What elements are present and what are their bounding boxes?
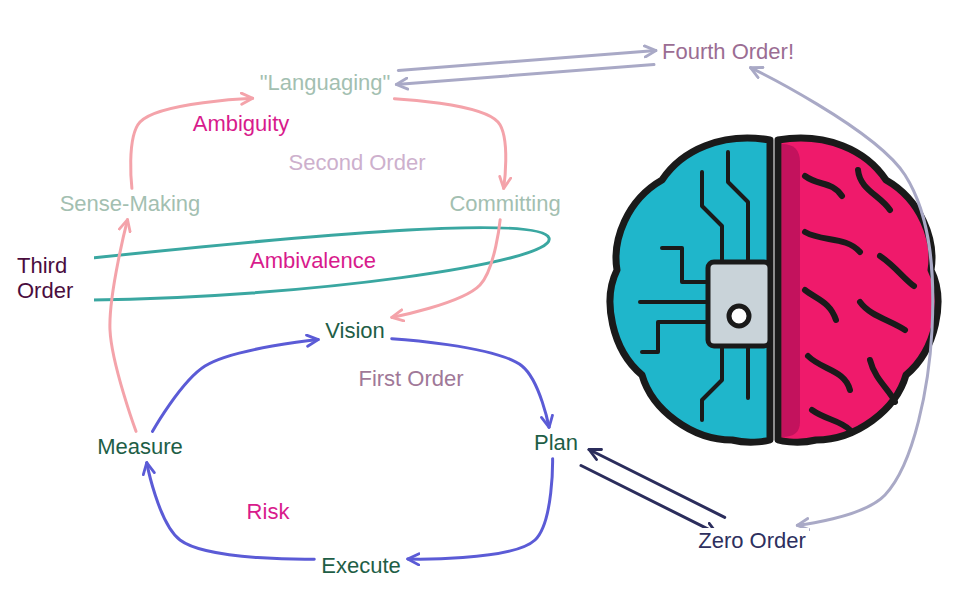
cycle-arrow: [581, 466, 717, 534]
chip: [708, 262, 770, 346]
cycle-step: Fourth Order!: [659, 39, 797, 64]
cycle-arrow: [408, 459, 553, 559]
cycle-step: Sense-Making: [57, 191, 204, 216]
brain-illustration: [610, 138, 938, 442]
brain-left-half: [610, 138, 770, 442]
cycle-step: Measure: [94, 434, 186, 459]
step-text: "Languaging": [257, 70, 394, 95]
step-text: Vision: [322, 318, 388, 343]
step-text: Measure: [94, 434, 186, 459]
order-label: First Order: [355, 366, 466, 391]
order-label: Third Order: [14, 253, 94, 304]
cycle-step: Execute: [318, 553, 404, 578]
cycle-arrow: [589, 450, 725, 518]
order-label: Ambiguity: [190, 111, 293, 136]
cycle-step: Committing: [446, 191, 563, 216]
brain-folds: [805, 170, 914, 430]
cycle-step: Vision: [322, 318, 388, 343]
cycle-arrow: [751, 68, 933, 526]
step-text: Execute: [318, 553, 404, 578]
ambivalence-loop: [92, 228, 549, 300]
order-label: Second Order: [286, 150, 429, 175]
cycle-step: Plan: [531, 430, 581, 455]
order-label: Risk: [244, 499, 293, 524]
cycle-arrow: [396, 65, 654, 85]
cycle-step: Zero Order: [695, 528, 809, 553]
step-text: Sense-Making: [57, 191, 204, 216]
step-text: Zero Order: [695, 528, 809, 553]
chip-hole: [729, 306, 749, 326]
cycle-step: "Languaging": [257, 70, 394, 95]
step-text: Committing: [446, 191, 563, 216]
cycle-arrow: [153, 340, 319, 432]
brain-right-half: [778, 138, 938, 442]
brain-shade: [782, 144, 800, 437]
order-label: Ambivalence: [247, 248, 379, 273]
step-text: Fourth Order!: [659, 39, 797, 64]
cycle-arrow: [110, 220, 136, 432]
cycle-arrow: [392, 220, 500, 318]
step-text: Plan: [531, 430, 581, 455]
cycle-arrow: [147, 463, 315, 560]
